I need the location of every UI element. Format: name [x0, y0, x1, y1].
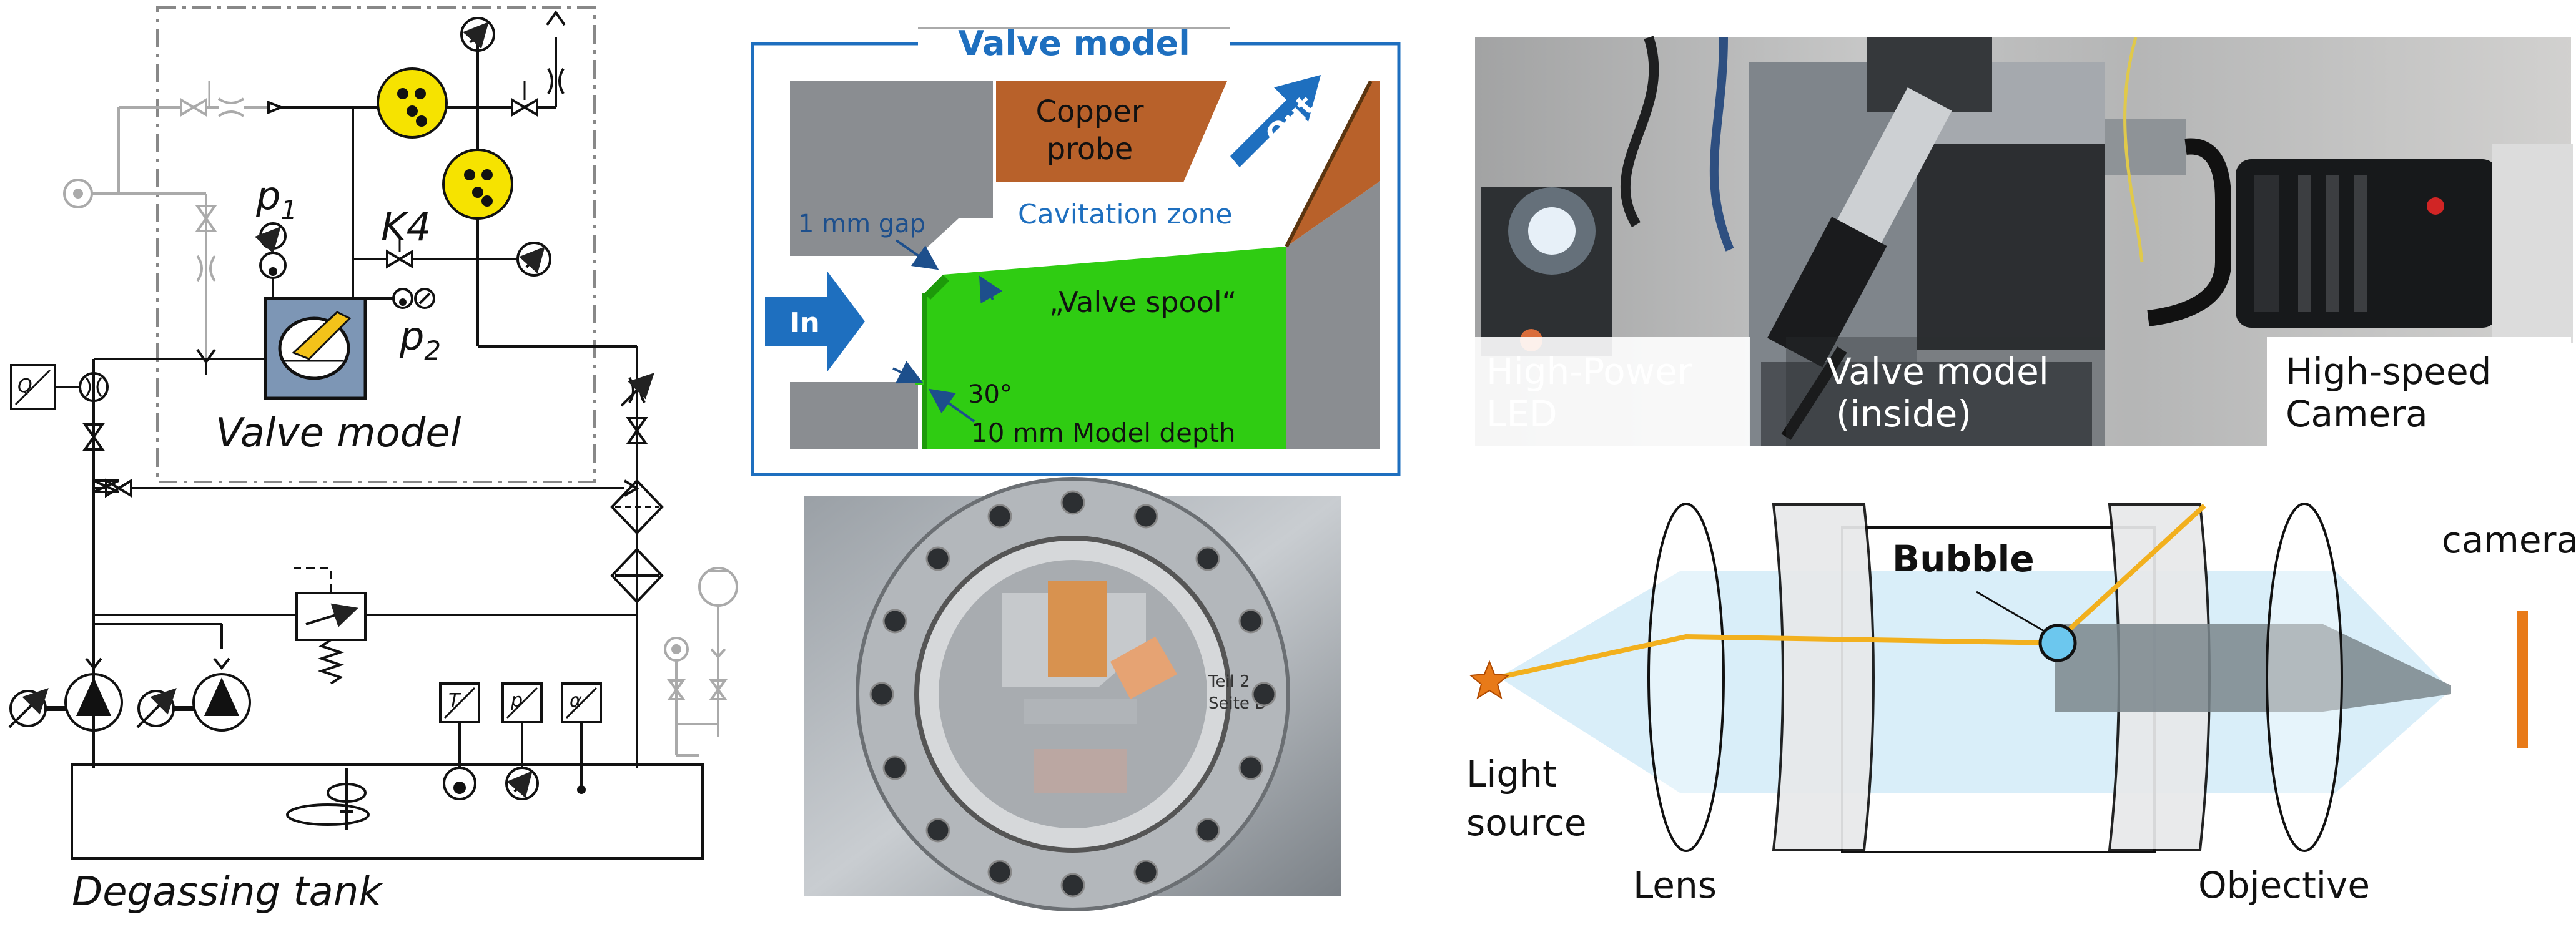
gap-label: 1 mm gap [798, 210, 925, 238]
camera-sensor [2517, 611, 2528, 748]
copper-right [1286, 81, 1380, 247]
bubble-label: Bubble [1892, 537, 2035, 580]
degassing-tank [71, 763, 704, 860]
angle-label: 30° [968, 380, 1012, 409]
lens [1647, 503, 1725, 852]
valve-model-boundary [156, 6, 596, 483]
camera-photo [2236, 144, 2573, 343]
lens-label: Lens [1633, 864, 1717, 906]
sample-label: Teil 2 [1208, 672, 1250, 691]
svg-text:Valve model: Valve model [215, 410, 461, 456]
valve-spool-label: „Valve spool“ [1049, 285, 1236, 319]
valve-title: Valve model [958, 24, 1190, 63]
gray-supply-line [63, 81, 269, 362]
cavitation-zone-label: Cavitation zone [1018, 199, 1232, 230]
valve-model-inside-label: Valve model(inside) [1827, 350, 2049, 435]
svg-text:In: In [790, 307, 820, 339]
pump-right [136, 657, 251, 732]
filter-top [610, 479, 664, 535]
svg-text:p1: p1 [255, 173, 297, 225]
led-light [1528, 207, 1576, 255]
pressure-gauge-right-icon [516, 242, 551, 277]
pump-left [8, 657, 123, 732]
hydraulic-labels: p1 K4 p2 Valve model Degassing tank T p … [17, 173, 582, 915]
copper-sample-1 [1048, 581, 1107, 677]
bolt-holes [869, 490, 1276, 898]
pressure-gauge-icon [460, 17, 495, 52]
camera-optics-label: camera [2442, 519, 2576, 561]
svg-text:Q: Q [17, 375, 32, 397]
pressure-sensor-photo [1767, 87, 1952, 368]
copper-probe [996, 81, 1227, 182]
svg-text:p: p [510, 690, 523, 712]
valve-spool [924, 247, 1286, 449]
svg-text:Degassing tank: Degassing tank [72, 869, 383, 915]
valve-photo: Teil 2 Seite B [804, 477, 1341, 911]
light-ray [1498, 504, 2206, 680]
copper-sample-2 [1110, 637, 1177, 699]
valve-model-symbol [264, 297, 367, 400]
yellow-gauge-top [377, 67, 448, 139]
bubble [2038, 624, 2077, 662]
objective-lens [2266, 503, 2343, 852]
depth-label: 10 mm Model depth [971, 418, 1236, 448]
stirrer-icon [286, 768, 370, 830]
valve-title-tab [918, 24, 1230, 67]
objective-label: Objective [2198, 864, 2370, 906]
svg-text:K4: K4 [381, 204, 431, 250]
svg-text:α: α [570, 690, 582, 712]
light-source-star [1469, 660, 1510, 700]
cell-window-left [1772, 503, 1875, 851]
gray-gauge-group [664, 567, 738, 757]
svg-text:p2: p2 [399, 313, 441, 366]
svg-text:T: T [448, 690, 461, 712]
yellow-gauge-bottom [442, 149, 513, 220]
heat-exchanger [610, 547, 664, 604]
in-arrow: In [765, 272, 865, 371]
hydraulic-schematic [8, 6, 738, 860]
shadow-beam [2055, 624, 2451, 712]
